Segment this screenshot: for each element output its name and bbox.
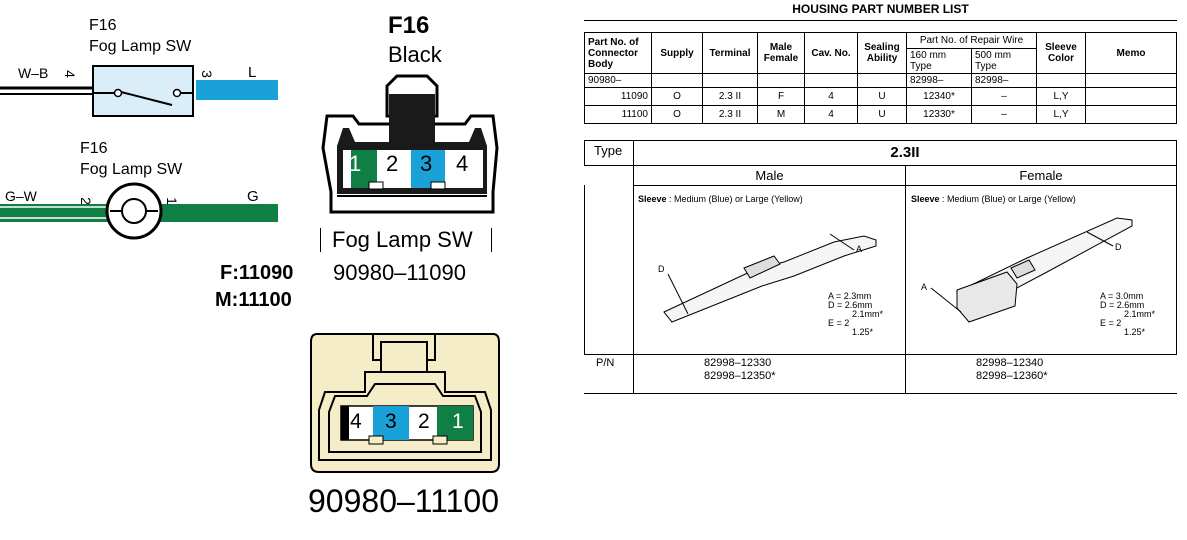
male-letter-d: D [658, 264, 665, 274]
housing-list-title: HOUSING PART NUMBER LIST [792, 2, 969, 16]
row1-terminal: 2.3 II [702, 87, 758, 106]
type-label: Type [594, 143, 623, 158]
connector-label: Fog Lamp SW [332, 227, 473, 252]
header-160mm: 160 mm Type [906, 48, 972, 74]
top-pin-4: 4 [456, 151, 469, 176]
header-memo: Memo [1085, 32, 1177, 74]
male-pn: 82998–12330 82998–12350* [704, 357, 776, 382]
female-letter-a: A [921, 282, 927, 292]
sw2-pin-in: 2 [77, 197, 94, 205]
sw2-name: Fog Lamp SW [80, 161, 183, 178]
row2-terminal: 2.3 II [702, 105, 758, 124]
sw2-wire-in: G–W [5, 188, 37, 204]
header-sealing: Sealing Ability [857, 32, 907, 74]
prefix-160mm: 82998– [906, 73, 972, 88]
row1-160mm: 12340* [906, 87, 972, 106]
male-sleeve: Sleeve : Medium (Blue) or Large (Yellow) [638, 194, 803, 204]
header-terminal: Terminal [702, 32, 758, 74]
header-male-female: Male Female [757, 32, 805, 74]
female-dimensions: A = 3.0mm D = 2.6mm 2.1mm* E = 2 1.25* [1100, 291, 1156, 337]
sw1-pin-out: 3 [198, 70, 215, 78]
header-supply: Supply [651, 32, 703, 74]
male-dimensions: A = 2.3mm D = 2.6mm 2.1mm* E = 2 1.25* [828, 291, 884, 337]
connector-part-no: 90980–11090 [333, 260, 466, 285]
header-cav-no: Cav. No. [804, 32, 858, 74]
table-row: 11100 O 2.3 II M 4 U 12330* – L,Y [584, 105, 1177, 124]
bottom-pin-3: 3 [385, 410, 397, 433]
row1-500mm: – [971, 87, 1037, 106]
row2-seal: U [857, 105, 907, 124]
bottom-pin-1: 1 [452, 410, 464, 433]
bottom-pin-2: 2 [418, 410, 430, 433]
connector-black-drawing [321, 74, 499, 214]
type-value: 2.3II [890, 144, 920, 161]
fog-lamp-switch-symbol [0, 65, 278, 117]
top-pin-2: 2 [386, 151, 399, 176]
row2-sleeve: L,Y [1036, 105, 1086, 124]
row2-supply: O [651, 105, 703, 124]
male-letter-a: A [856, 244, 862, 254]
sw2-id: F16 [80, 140, 108, 157]
header-500mm: 500 mm Type [971, 48, 1037, 74]
label-bracket-right [491, 228, 492, 252]
row1-mf: F [757, 87, 805, 106]
header-sleeve-color: Sleeve Color [1036, 32, 1086, 74]
bottom-part-no: 90980–11100 [308, 483, 500, 519]
row1-body: 11090 [584, 87, 652, 106]
pn-label: P/N [596, 357, 615, 369]
prefix-500mm: 82998– [971, 73, 1037, 88]
row1-cav: 4 [804, 87, 858, 106]
sw1-pin-in: 4 [61, 70, 78, 78]
housing-part-panel: HOUSING PART NUMBER LIST Part No. of Con… [584, 0, 1177, 400]
header-repair-wire: Part No. of Repair Wire [906, 32, 1037, 49]
row2-body: 11100 [584, 105, 652, 124]
table-row-prefix: 90980– 82998– 82998– [584, 73, 1177, 88]
prefix-body: 90980– [584, 73, 652, 88]
connector-id: F16 [388, 12, 430, 39]
connector-color: Black [388, 42, 442, 67]
table-row: 11090 O 2.3 II F 4 U 12340* – L,Y [584, 87, 1177, 106]
row1-seal: U [857, 87, 907, 106]
female-pn: 82998–12340 82998–12360* [976, 357, 1048, 382]
sw2-wire-out: G [247, 188, 259, 205]
sw1-wire-in: W–B [18, 65, 49, 81]
housing-part-table: Part No. of Connector Body Supply Termin… [584, 32, 1177, 124]
row1-supply: O [651, 87, 703, 106]
sw2-pin-out: 1 [163, 197, 180, 205]
female-heading: Female [1019, 168, 1063, 183]
sw1-wire-out: L [248, 64, 257, 81]
top-pin-1: 1 [349, 151, 362, 176]
connector-beige-drawing [310, 333, 500, 473]
row2-mf: M [757, 105, 805, 124]
male-code: M:11100 [215, 289, 292, 311]
female-terminal-drawing: A D [921, 217, 1133, 323]
sw1-name: Fog Lamp SW [89, 38, 192, 55]
label-bracket-left [320, 228, 321, 252]
female-letter-d: D [1115, 242, 1122, 252]
row2-cav: 4 [804, 105, 858, 124]
title-rule [584, 20, 1177, 21]
male-terminal-drawing: A D [658, 233, 877, 323]
bottom-pin-4: 4 [350, 410, 362, 433]
male-heading: Male [755, 168, 784, 183]
row1-sleeve: L,Y [1036, 87, 1086, 106]
sw1-id: F16 [89, 17, 117, 34]
top-pin-3: 3 [420, 151, 433, 176]
female-sleeve: Sleeve : Medium (Blue) or Large (Yellow) [911, 194, 1076, 204]
fog-lamp-bulb-symbol [0, 182, 278, 240]
row2-500mm: – [971, 105, 1037, 124]
row2-160mm: 12330* [906, 105, 972, 124]
terminal-spec-table: Type 2.3II Male Female Sleeve : Medium (… [584, 140, 1177, 395]
female-code: F:11090 [220, 262, 294, 284]
header-part-no-body: Part No. of Connector Body [584, 32, 652, 74]
